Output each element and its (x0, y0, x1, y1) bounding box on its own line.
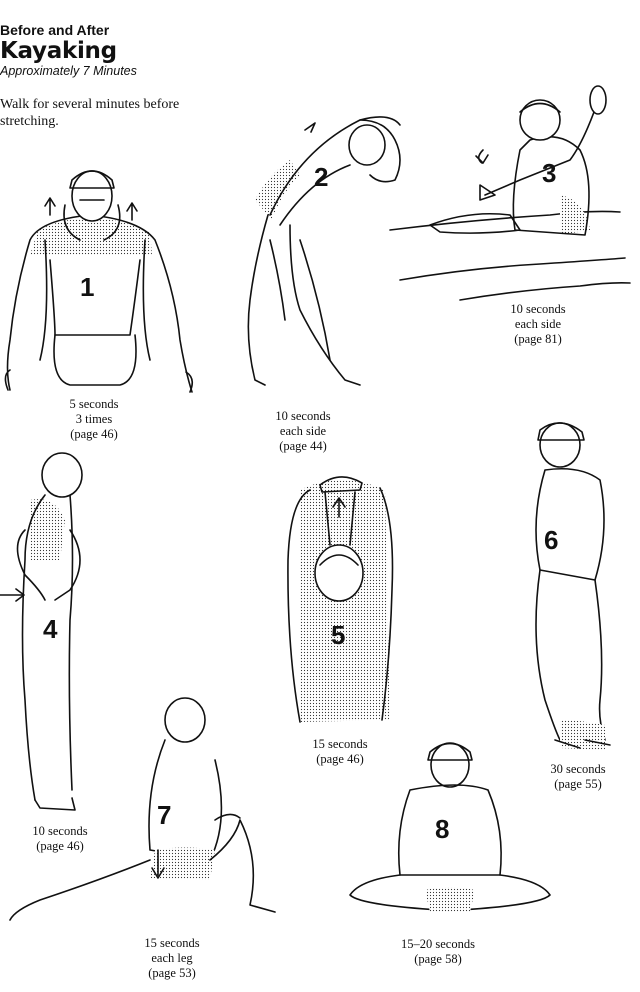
stretch-7-number: 7 (157, 800, 172, 830)
figure-6-standing-stretch (535, 422, 611, 750)
stretch-1-caption: 5 seconds 3 times (page 46) (69, 397, 119, 441)
stretch-4-caption: 10 seconds (page 46) (32, 824, 88, 853)
stretch-3-number: 3 (542, 158, 557, 188)
figure-4-back-stretch (0, 452, 83, 811)
page-header: Before and After Kayaking Approximately … (0, 22, 137, 79)
intro-text: Walk for several minutes before stretchi… (0, 97, 180, 129)
stretch-2-number: 2 (314, 162, 329, 192)
figure-5-overhead-stretch (287, 476, 394, 723)
stretch-2-caption: 10 seconds each side (page 44) (275, 409, 331, 453)
stretch-7-caption: 15 seconds each leg (page 53) (144, 936, 200, 980)
stretch-8-caption: 15–20 seconds (page 58) (401, 937, 475, 966)
figure-7-lunge (9, 697, 276, 921)
stretch-3-caption: 10 seconds each side (page 81) (510, 302, 566, 346)
page-subtitle: Approximately 7 Minutes (0, 64, 137, 78)
stretch-5-caption: 15 seconds (page 46) (312, 737, 368, 766)
stretch-6-number: 6 (544, 525, 559, 555)
stretch-5-number: 5 (331, 620, 346, 650)
stretch-6-caption: 30 seconds (page 55) (550, 762, 606, 791)
page-title: Kayaking (0, 38, 117, 64)
figure-1-shoulder-shrug (4, 170, 194, 393)
page-pretitle: Before and After (0, 22, 110, 38)
figure-3-kayak-twist (389, 85, 631, 301)
stretch-1-number: 1 (80, 272, 95, 302)
figure-2-side-bend (247, 116, 401, 386)
stretch-8-number: 8 (435, 814, 450, 844)
figure-8-seated-stretch (349, 742, 551, 912)
stretch-4-number: 4 (43, 614, 58, 644)
